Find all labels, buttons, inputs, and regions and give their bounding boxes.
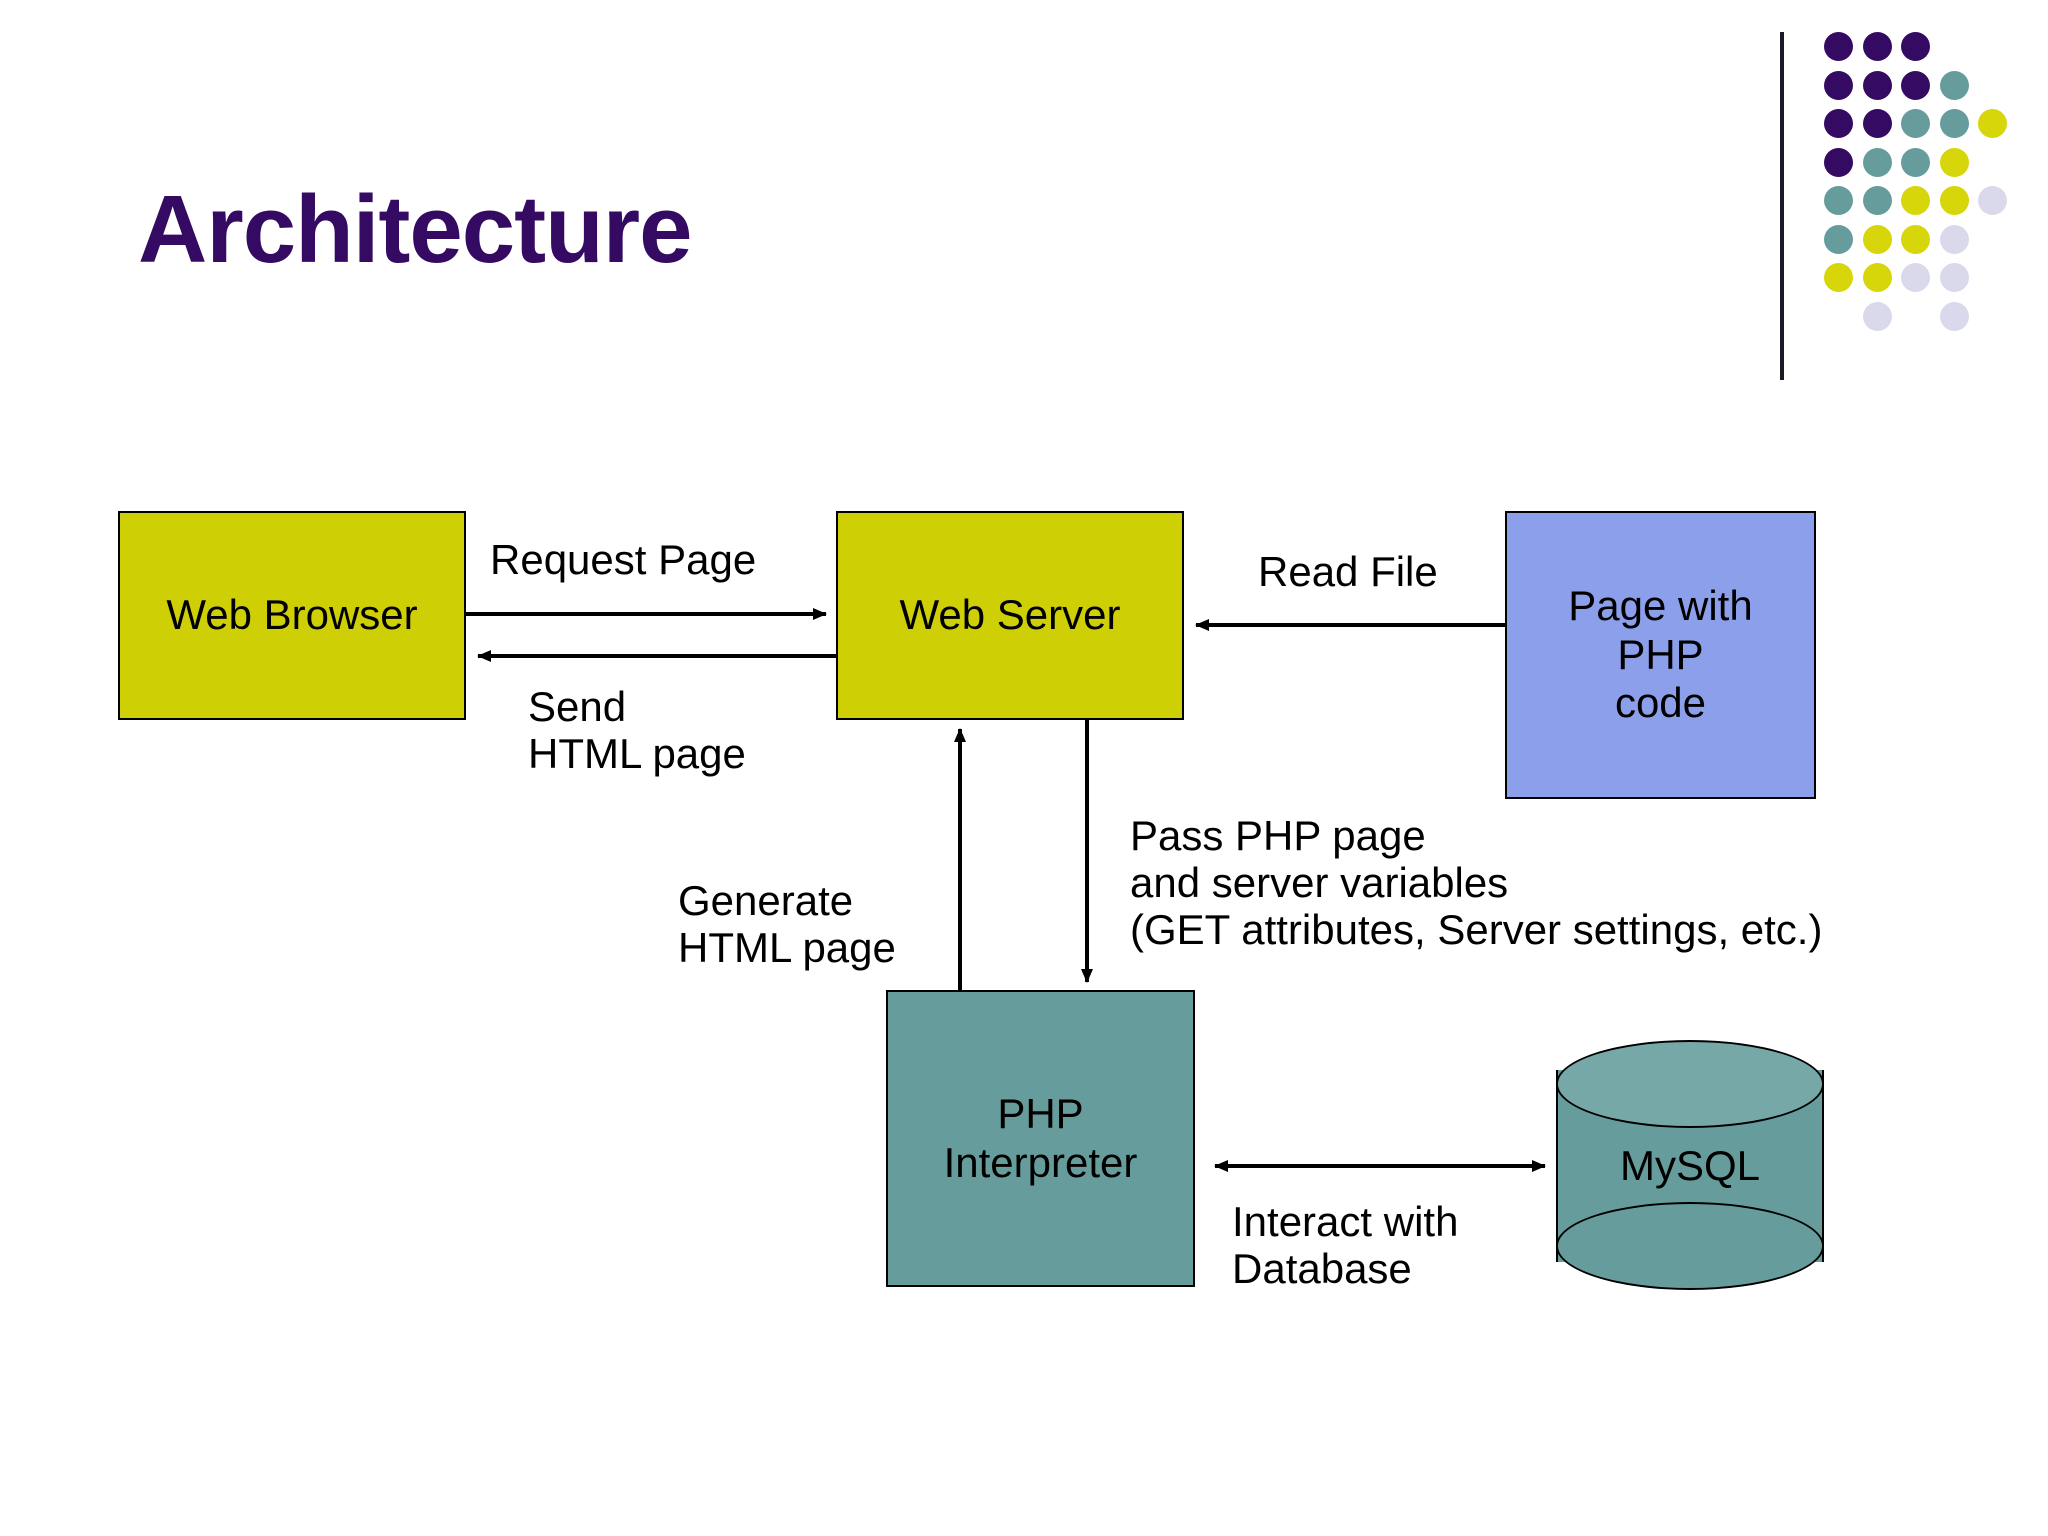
node-web-server[interactable]: Web Server	[836, 511, 1184, 720]
logo-dot-teal	[1862, 186, 1892, 215]
logo-dot-lavender	[1978, 186, 2007, 215]
node-web-server-label: Web Server	[899, 591, 1121, 639]
edge-label-request-page: Request Page	[490, 536, 757, 583]
logo-dot-yellow	[1901, 186, 1930, 215]
logo-dot-yellow	[1978, 109, 2007, 138]
logo-dot-purple	[1824, 70, 1853, 100]
logo-dot-purple	[1862, 32, 1892, 61]
logo-dot-purple	[1824, 32, 1853, 61]
edge-label-pass-php-page: Pass PHP page and server variables (GET …	[1130, 812, 1823, 954]
logo-dot-teal	[1862, 147, 1892, 177]
logo-dot-purple	[1862, 70, 1892, 100]
node-mysql-database[interactable]: MySQL	[1556, 1040, 1824, 1292]
cylinder-top-shape	[1556, 1040, 1824, 1128]
logo-dot-yellow	[1939, 186, 1969, 215]
logo-dot-lavender	[1939, 263, 1969, 292]
logo-dot-teal	[1824, 186, 1853, 215]
logo-dot-purple	[1824, 147, 1853, 177]
logo-divider-rule	[1780, 32, 1784, 380]
logo-dot-lavender	[1862, 301, 1892, 331]
node-php-interpreter[interactable]: PHP Interpreter	[886, 990, 1195, 1287]
logo-dot-yellow	[1862, 224, 1892, 254]
node-page-with-php-code[interactable]: Page with PHP code	[1505, 511, 1816, 799]
logo-dot-yellow	[1824, 263, 1853, 292]
node-mysql-label: MySQL	[1619, 1142, 1761, 1189]
logo-dot-yellow	[1901, 224, 1930, 254]
logo-dot-teal	[1901, 109, 1930, 138]
logo-dot-lavender	[1939, 301, 1969, 331]
logo-dot-purple	[1862, 109, 1892, 138]
page-title: Architecture	[138, 176, 692, 283]
logo-dot-lavender	[1939, 224, 1969, 254]
logo-dot-purple	[1901, 70, 1930, 100]
node-page-with-php-code-label: Page with PHP code	[1568, 581, 1753, 727]
edge-label-send-html-page: Send HTML page	[528, 683, 746, 778]
edge-label-generate-html-page: Generate HTML page	[678, 877, 896, 972]
logo-dot-teal	[1901, 147, 1930, 177]
logo-dot-yellow	[1939, 147, 1969, 177]
logo-dot-yellow	[1862, 263, 1892, 292]
logo-dot-purple	[1901, 32, 1930, 61]
logo-dot-teal	[1824, 224, 1853, 254]
edge-label-read-file: Read File	[1258, 548, 1438, 595]
logo-dot-purple	[1824, 109, 1853, 138]
node-php-interpreter-label: PHP Interpreter	[943, 1089, 1138, 1186]
dot-matrix-logo	[1824, 32, 2048, 352]
logo-dot-lavender	[1901, 263, 1930, 292]
node-web-browser[interactable]: Web Browser	[118, 511, 466, 720]
edge-label-interact-with-database: Interact with Database	[1232, 1198, 1459, 1293]
logo-dot-teal	[1939, 70, 1969, 100]
cylinder-bottom-shape	[1556, 1202, 1824, 1290]
node-web-browser-label: Web Browser	[166, 591, 418, 639]
logo-dot-teal	[1939, 109, 1969, 138]
